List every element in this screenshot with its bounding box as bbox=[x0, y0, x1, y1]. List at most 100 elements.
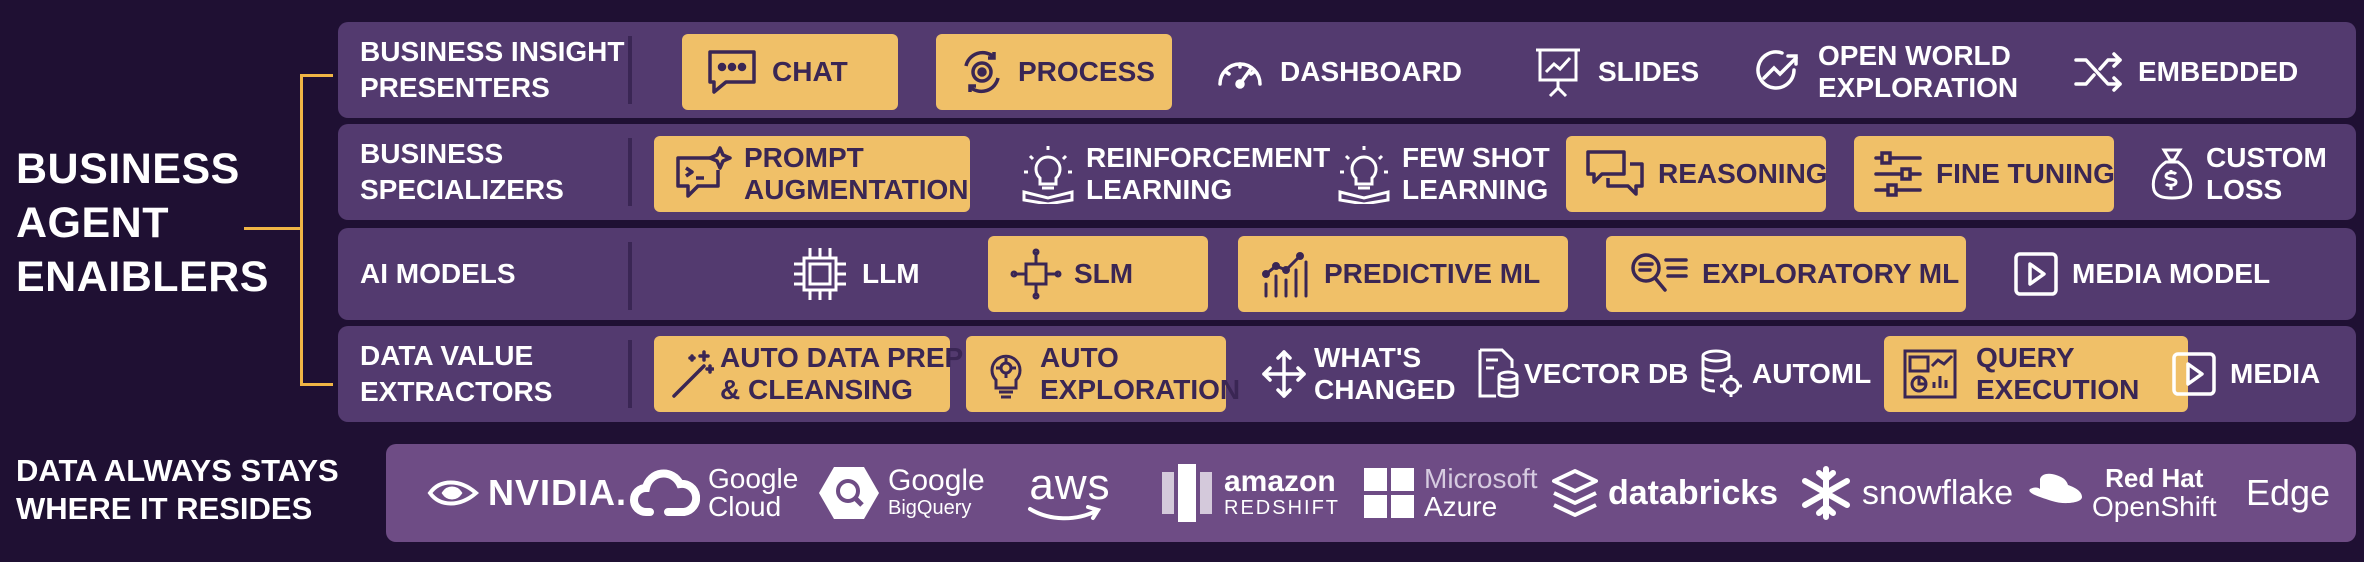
business-agent-enablers-title: BUSINESS AGENT ENAIBLERS bbox=[16, 142, 269, 304]
vendor-name-line: Cloud bbox=[708, 491, 782, 522]
vendor-name: aws bbox=[1029, 460, 1111, 509]
item-label-line: LEARNING bbox=[1402, 174, 1549, 205]
vendor-google-cloud: Google Cloud bbox=[630, 444, 798, 542]
media-item[interactable]: MEDIA bbox=[2170, 336, 2320, 412]
item-label: PROMPT AUGMENTATION bbox=[744, 142, 969, 206]
item-label: FINE TUNING bbox=[1936, 158, 2115, 189]
redshift-icon bbox=[1158, 462, 1224, 524]
reasoning-item[interactable]: REASONING bbox=[1566, 136, 1828, 212]
process-item[interactable]: PROCESS bbox=[936, 34, 1172, 110]
item-label: QUERY EXECUTION bbox=[1976, 342, 2139, 406]
row-label-line: AI MODELS bbox=[360, 258, 516, 289]
row-label-line: BUSINESS bbox=[360, 138, 504, 169]
few-shot-learning-item[interactable]: FEW SHOT LEARNING bbox=[1338, 136, 1550, 212]
predictive-ml-item[interactable]: PREDICTIVE ML bbox=[1238, 236, 1568, 312]
item-label: WHAT'S CHANGED bbox=[1314, 342, 1456, 406]
magic-wand-icon bbox=[670, 348, 714, 400]
row-label-line: DATA VALUE bbox=[360, 340, 534, 371]
item-label: AUTOML bbox=[1752, 358, 1872, 389]
item-label: MEDIA bbox=[2230, 358, 2321, 389]
bottom-label-line: WHERE IT RESIDES bbox=[16, 491, 313, 526]
vendor-name-line: Google bbox=[888, 464, 985, 497]
llm-item[interactable]: LLM bbox=[790, 236, 920, 312]
dashboard-grid-icon bbox=[1902, 348, 1958, 400]
vendor-aws: aws bbox=[1026, 444, 1114, 542]
chat-item[interactable]: CHAT bbox=[682, 34, 898, 110]
vendor-name-line: Red Hat bbox=[2105, 463, 2204, 493]
dashboard-item[interactable]: DASHBOARD bbox=[1212, 34, 1462, 110]
small-chip-icon bbox=[1010, 248, 1062, 300]
slm-item[interactable]: SLM bbox=[988, 236, 1208, 312]
auto-exploration-item[interactable]: AUTO EXPLORATION bbox=[966, 336, 1240, 412]
embedded-item[interactable]: EMBEDDED bbox=[2070, 34, 2298, 110]
title-line: ENAIBLERS bbox=[16, 253, 269, 301]
vendor-amazon-redshift: amazon REDSHIFT bbox=[1158, 444, 1340, 542]
fine-tuning-item[interactable]: FINE TUNING bbox=[1854, 136, 2115, 212]
lightbulb-gear-icon bbox=[984, 346, 1028, 402]
row-label-line: EXTRACTORS bbox=[360, 376, 553, 407]
exploratory-ml-item[interactable]: EXPLORATORY ML bbox=[1606, 236, 1966, 312]
vendor-name: Google BigQuery bbox=[888, 466, 985, 520]
custom-loss-item[interactable]: CUSTOM LOSS bbox=[2150, 136, 2327, 212]
gear-cycle-icon bbox=[958, 48, 1006, 96]
query-execution-item[interactable]: QUERY EXECUTION bbox=[1884, 336, 2188, 412]
vendor-name: databricks bbox=[1608, 473, 1779, 512]
item-label-line: EXECUTION bbox=[1976, 374, 2140, 405]
vendor-name: snowflake bbox=[1862, 473, 2014, 512]
trend-arrow-circle-icon bbox=[1750, 44, 1806, 100]
google-cloud-icon bbox=[630, 466, 708, 520]
speech-bubbles-icon bbox=[1584, 146, 1646, 202]
row-divider bbox=[628, 340, 632, 408]
document-database-icon bbox=[1476, 346, 1520, 402]
growth-chart-icon bbox=[1260, 248, 1312, 300]
item-label: REINFORCEMENT LEARNING bbox=[1086, 142, 1330, 206]
vendor-nvidia: NVIDIA. bbox=[426, 444, 627, 542]
database-gear-icon bbox=[1700, 348, 1744, 400]
whats-changed-item[interactable]: WHAT'S CHANGED bbox=[1260, 336, 1456, 412]
item-label-line: REINFORCEMENT bbox=[1086, 142, 1331, 173]
vendor-name-line: BigQuery bbox=[888, 497, 972, 519]
bracket-stem bbox=[244, 227, 300, 230]
shuffle-arrows-icon bbox=[2070, 44, 2126, 100]
vendor-microsoft-azure: Microsoft Azure bbox=[1362, 444, 1538, 542]
reinforcement-learning-item[interactable]: REINFORCEMENT LEARNING bbox=[1022, 136, 1330, 212]
open-world-exploration-item[interactable]: OPEN WORLD EXPLORATION bbox=[1750, 34, 2018, 110]
slides-item[interactable]: SLIDES bbox=[1530, 34, 1699, 110]
databricks-layers-icon bbox=[1550, 467, 1608, 519]
row-business-specializers: BUSINESS SPECIALIZERS PROMPT AUGMENTATIO… bbox=[338, 124, 2356, 220]
vendor-logo-bar: NVIDIA. Google Cloud Google BigQuery aws bbox=[386, 444, 2356, 542]
red-hat-icon bbox=[2026, 471, 2092, 515]
item-label-line: CHANGED bbox=[1314, 374, 1456, 405]
vendor-snowflake: snowflake bbox=[1798, 444, 2013, 542]
lightbulb-book-icon bbox=[1338, 144, 1390, 204]
automl-item[interactable]: AUTOML bbox=[1700, 336, 1871, 412]
row-label-line: BUSINESS INSIGHT bbox=[360, 36, 625, 67]
row-ai-models: AI MODELS LLM SLM PREDICTIVE ML bbox=[338, 228, 2356, 320]
windows-logo-icon bbox=[1362, 466, 1424, 520]
row-label: BUSINESS INSIGHT PRESENTERS bbox=[360, 22, 624, 118]
item-label: CUSTOM LOSS bbox=[2206, 142, 2327, 206]
auto-data-prep-item[interactable]: AUTO DATA PREP & CLEANSING bbox=[654, 336, 963, 412]
presentation-board-icon bbox=[1530, 44, 1586, 100]
item-label-line: & CLEANSING bbox=[720, 374, 913, 405]
item-label: VECTOR DB bbox=[1524, 358, 1689, 389]
money-bag-icon bbox=[2150, 146, 2194, 202]
prompt-augmentation-item[interactable]: PROMPT AUGMENTATION bbox=[654, 136, 970, 212]
item-label: FEW SHOT LEARNING bbox=[1402, 142, 1550, 206]
data-residency-label: DATA ALWAYS STAYS WHERE IT RESIDES bbox=[16, 452, 339, 528]
vendor-name: Edge bbox=[2246, 472, 2331, 513]
row-label: DATA VALUE EXTRACTORS bbox=[360, 326, 552, 422]
vector-db-item[interactable]: VECTOR DB bbox=[1476, 336, 1688, 412]
item-label-line: LOSS bbox=[2206, 174, 2283, 205]
item-label: OPEN WORLD EXPLORATION bbox=[1818, 40, 2018, 104]
title-line: AGENT bbox=[16, 199, 169, 247]
vendor-name: NVIDIA. bbox=[488, 472, 628, 513]
item-label: AUTO DATA PREP & CLEANSING bbox=[720, 342, 963, 406]
bigquery-icon bbox=[818, 465, 888, 521]
item-label: EXPLORATORY ML bbox=[1702, 258, 1960, 289]
bottom-label-line: DATA ALWAYS STAYS bbox=[16, 453, 339, 488]
vendor-name: Microsoft Azure bbox=[1424, 465, 1538, 521]
media-model-item[interactable]: MEDIA MODEL bbox=[2012, 236, 2270, 312]
vendor-edge: Edge bbox=[2246, 444, 2330, 542]
gauge-icon bbox=[1212, 44, 1268, 100]
